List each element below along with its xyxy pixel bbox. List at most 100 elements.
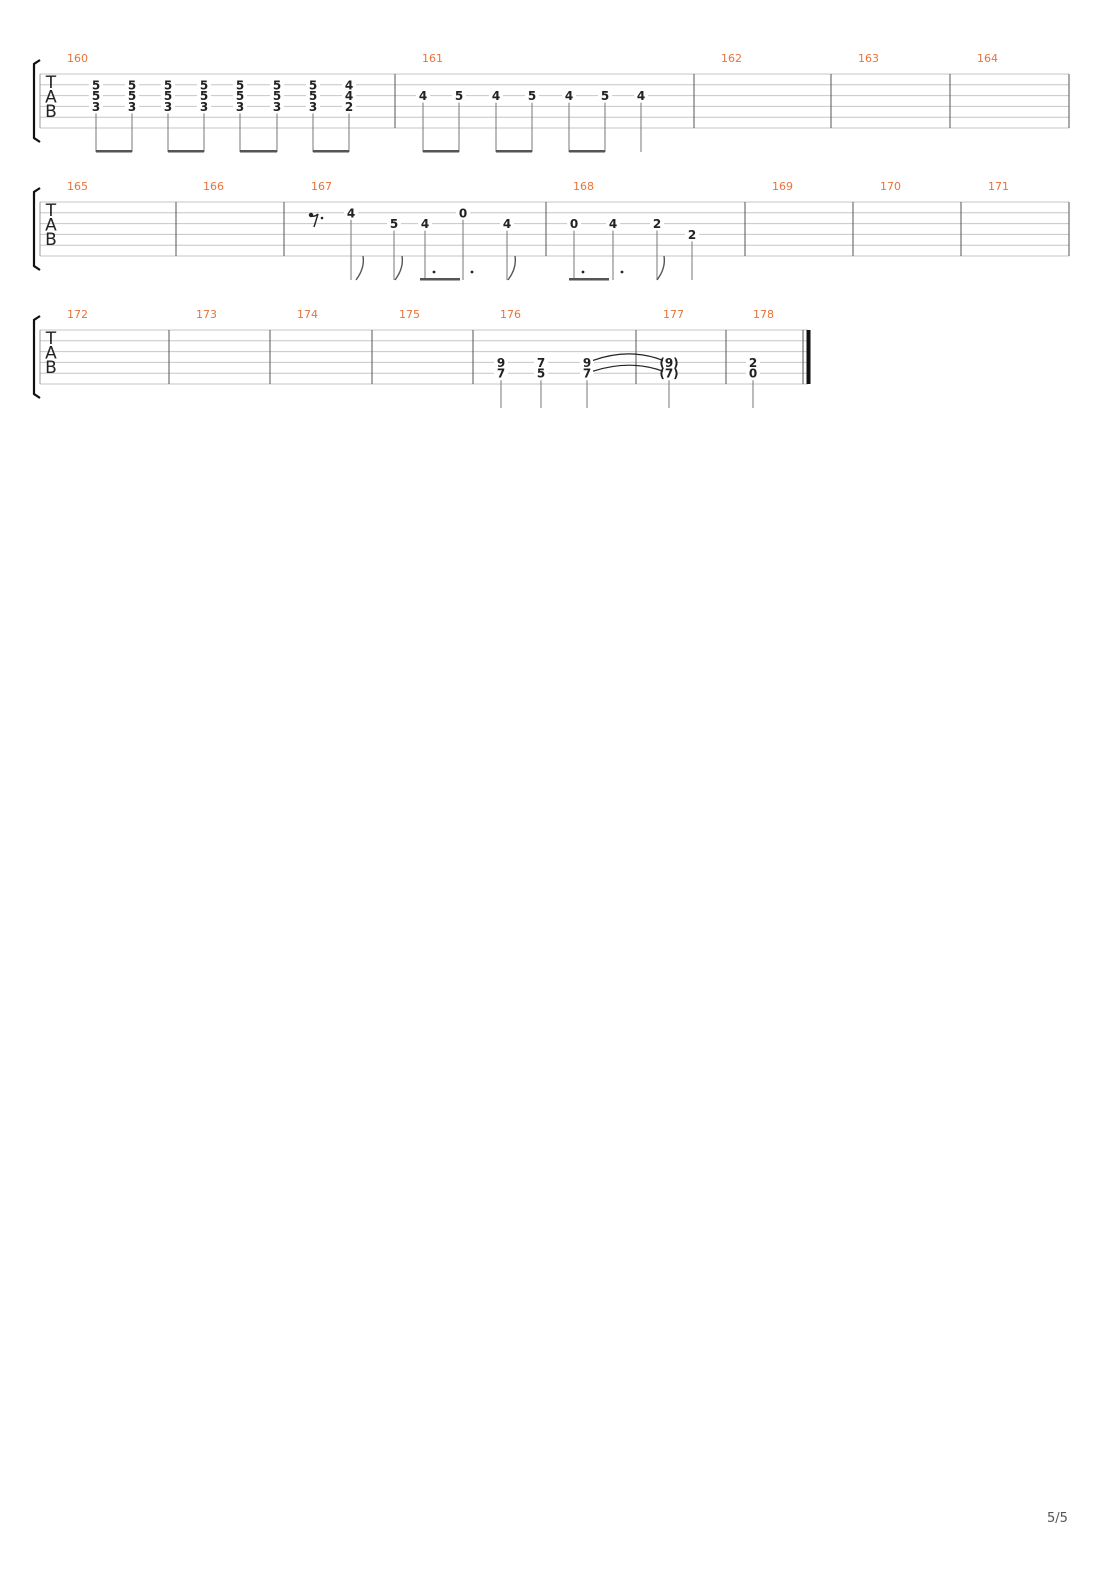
- measure-number: 163: [858, 52, 879, 65]
- fret-number: 5: [92, 78, 100, 92]
- note-flag: [656, 255, 666, 281]
- fret-number: 3: [273, 100, 281, 114]
- fret-number: 4: [609, 217, 617, 231]
- fret-number: 5: [390, 217, 398, 231]
- fret-bg: [662, 368, 676, 379]
- measure-number: 164: [977, 52, 998, 65]
- fret-number: 5: [128, 89, 136, 103]
- note-flag: [507, 255, 517, 281]
- fret-number: 4: [345, 78, 353, 92]
- measure-number: 178: [753, 308, 774, 321]
- fret-number: 3: [92, 100, 100, 114]
- fret-bg: [342, 79, 356, 90]
- rhythm-dot: [470, 270, 474, 274]
- fret-bg: [598, 90, 612, 101]
- measure-number: 166: [203, 180, 224, 193]
- measure-number: 171: [988, 180, 1009, 193]
- fret-bg: [650, 218, 664, 229]
- fret-bg: [746, 357, 760, 368]
- fret-number: 9: [583, 356, 591, 370]
- fret-bg: [342, 90, 356, 101]
- fret-number: 5: [200, 89, 208, 103]
- tab-clef-letter: A: [45, 216, 57, 236]
- note-flag: [355, 255, 365, 281]
- measure-number: 174: [297, 308, 318, 321]
- measure-number: 168: [573, 180, 594, 193]
- tab-clef-letter: B: [45, 102, 57, 122]
- fret-number: 3: [309, 100, 317, 114]
- fret-number: 3: [164, 100, 172, 114]
- fret-bg: [525, 90, 539, 101]
- fret-number: 4: [345, 89, 353, 103]
- fret-number: 5: [236, 89, 244, 103]
- fret-bg: [89, 101, 103, 112]
- fret-number: 4: [347, 206, 355, 220]
- tab-clef-letter: T: [45, 73, 57, 93]
- tie-arc: [592, 364, 664, 372]
- beam: [313, 150, 349, 153]
- fret-bg: [634, 90, 648, 101]
- tab-clef-letter: T: [45, 201, 57, 221]
- tie-arc: [592, 353, 664, 361]
- beam: [569, 278, 609, 281]
- measure-number: 175: [399, 308, 420, 321]
- fret-number: 5: [309, 78, 317, 92]
- fret-bg: [662, 357, 676, 368]
- system-bracket: [32, 187, 41, 271]
- measure-number: 170: [880, 180, 901, 193]
- measure-number: 169: [772, 180, 793, 193]
- fret-bg: [416, 90, 430, 101]
- fret-number: 5: [601, 89, 609, 103]
- rest-dot: [320, 216, 324, 220]
- fret-bg: [418, 218, 432, 229]
- measure-number: 172: [67, 308, 88, 321]
- fret-number: 2: [688, 228, 696, 242]
- measure-number: 177: [663, 308, 684, 321]
- fret-bg: [89, 79, 103, 90]
- fret-bg: [456, 207, 470, 218]
- fret-number: 5: [92, 89, 100, 103]
- beam: [569, 150, 605, 153]
- fret-bg: [342, 101, 356, 112]
- fret-bg: [270, 90, 284, 101]
- fret-bg: [306, 79, 320, 90]
- measure-number: 165: [67, 180, 88, 193]
- fret-number: 5: [164, 78, 172, 92]
- beam: [423, 150, 459, 153]
- fret-bg: [197, 79, 211, 90]
- fret-bg: [606, 218, 620, 229]
- fret-number: 7: [537, 356, 545, 370]
- fret-bg: [567, 218, 581, 229]
- fret-number: 7: [497, 367, 505, 381]
- beam: [168, 150, 204, 153]
- fret-bg: [161, 79, 175, 90]
- fret-number: 5: [236, 78, 244, 92]
- beam: [240, 150, 277, 153]
- measure-number: 176: [500, 308, 521, 321]
- fret-number: 5: [528, 89, 536, 103]
- measure-number: 162: [721, 52, 742, 65]
- fret-number: 7: [583, 367, 591, 381]
- fret-number: 5: [537, 367, 545, 381]
- fret-number: (7): [659, 367, 678, 381]
- fret-bg: [233, 90, 247, 101]
- beam: [420, 278, 460, 281]
- system-bracket: [32, 59, 41, 143]
- fret-bg: [125, 79, 139, 90]
- fret-number: 5: [309, 89, 317, 103]
- measure-number: 160: [67, 52, 88, 65]
- fret-bg: [494, 368, 508, 379]
- fret-number: 5: [455, 89, 463, 103]
- fret-bg: [562, 90, 576, 101]
- fret-number: 5: [273, 78, 281, 92]
- rhythm-dot: [581, 270, 585, 274]
- tab-clef-letter: B: [45, 230, 57, 250]
- fret-bg: [452, 90, 466, 101]
- fret-number: 0: [459, 206, 467, 220]
- fret-bg: [534, 368, 548, 379]
- fret-bg: [580, 368, 594, 379]
- fret-number: 0: [570, 217, 578, 231]
- tab-clef-letter: B: [45, 358, 57, 378]
- fret-number: 2: [749, 356, 757, 370]
